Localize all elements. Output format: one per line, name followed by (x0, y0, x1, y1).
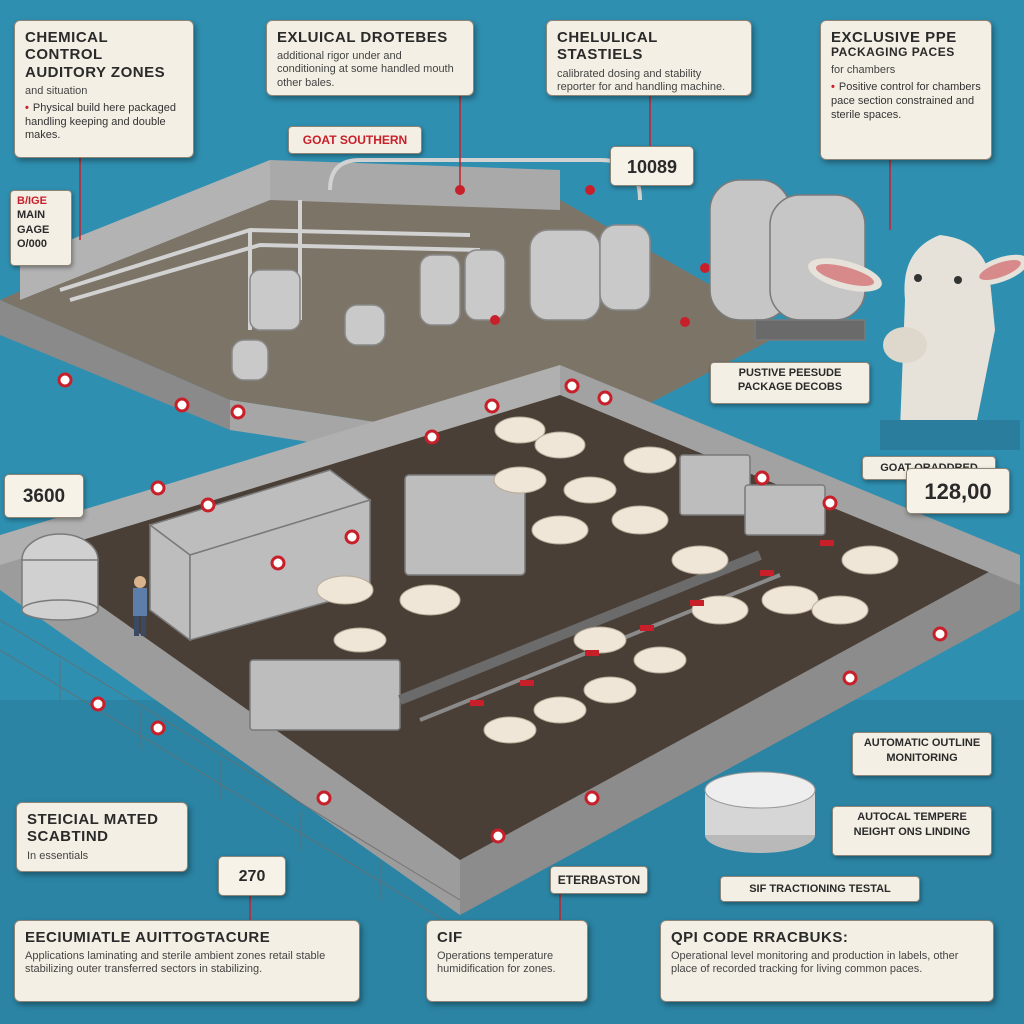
stat-bottom: 270 (218, 856, 286, 896)
card-subtitle: for chambers (831, 64, 896, 77)
sif-tracking-tag: SIF TRACTIONING TESTAL (720, 876, 920, 902)
chemical-control-card: CHEMICAL CONTROL AUDITORY ZONES and situ… (14, 20, 194, 158)
silo-illustration (21, 533, 99, 621)
side-gage-label: B/IGE MAIN GAGE O/000 (10, 190, 72, 266)
tag-line1: AUTOCAL TEMPERE (857, 811, 967, 823)
positive-pressure-tag: PUSTIVE PEESUDE PACKAGE DECOBS (710, 362, 870, 404)
cif-card: CIF Operations temperature humidificatio… (426, 920, 588, 1002)
side-label-line4: O/000 (17, 237, 47, 250)
card-subtitle: and situation (25, 84, 88, 97)
card-title-line2: AUDITORY ZONES (25, 63, 166, 81)
exclusive-ppe-card: EXCLUSIVE PPE PACKAGING PACES for chambe… (820, 20, 992, 160)
tag-line2: PACKAGE DECOBS (737, 381, 843, 394)
stat-top-center: 10089 (610, 146, 694, 186)
stat-right: 128,00 (906, 468, 1010, 514)
side-label-line2: MAIN (17, 209, 46, 222)
qpi-code-card: QPI CODE RRACBUKS: Operational level mon… (660, 920, 994, 1002)
tub-illustration (704, 771, 816, 853)
card-subtitle: Operations temperature humidification fo… (437, 950, 556, 976)
chelulical-card: CHELULICAL STASTIELS calibrated dosing a… (546, 20, 752, 96)
tag-line1: AUTOMATIC OUTLINE (863, 737, 981, 749)
goat-southern-tag: GOAT SOUTHERN (288, 126, 422, 154)
card-title: EXCLUSIVE PPE (831, 29, 957, 46)
card-title: QPI CODE RRACBUKS: (671, 929, 849, 946)
bullet-text: Positive control for chambers pace secti… (831, 81, 981, 121)
automatic-monitoring-tag: AUTOMATIC OUTLINE MONITORING (852, 732, 992, 776)
card-subtitle: additional rigor under and conditioning … (277, 50, 454, 89)
stat-left: 3600 (4, 474, 84, 518)
card-subtitle: calibrated dosing and stability reporter… (557, 67, 726, 93)
card-bullet: •Physical build here packaged handling k… (25, 102, 183, 143)
exlucical-card: EXLUICAL DROTEBES additional rigor under… (266, 20, 474, 96)
tag-line2: NEIGHT ONS LINDING (853, 826, 971, 839)
side-label-line3: GAGE (17, 223, 50, 236)
card-title: EECIUMIATLE AUITTOGTACURE (25, 929, 271, 946)
card-title: CIF (437, 929, 463, 946)
card-title: CHELULICAL STASTIELS (557, 29, 658, 64)
external-tanks (709, 179, 866, 341)
card-subtitle: Applications laminating and sterile ambi… (25, 950, 326, 976)
bullet-text: Physical build here packaged handling ke… (25, 101, 176, 142)
lower-facility (0, 365, 1020, 931)
card-subtitle: Operational level monitoring and product… (671, 950, 959, 976)
sterile-mated-card: STEICIAL MATED SCABTIND In essentials (16, 802, 188, 872)
worker-figure (133, 576, 147, 636)
autocal-tag: AUTOCAL TEMPERE NEIGHT ONS LINDING (832, 806, 992, 856)
goat-herd (316, 416, 899, 744)
card-title-line2: PACKAGING PACES (831, 45, 955, 60)
side-label-line1: B/IGE (17, 195, 47, 207)
equitable-card: EECIUMIATLE AUITTOGTACURE Applications l… (14, 920, 360, 1002)
bullet-icon: • (831, 81, 835, 94)
eterbaston-tag: ETERBASTON (550, 866, 648, 894)
card-title-line2: SCABTIND (27, 828, 109, 846)
upper-facility (0, 158, 790, 480)
goat-head-illustration (808, 235, 1024, 450)
tag-line2: MONITORING (886, 751, 958, 764)
bullet-icon: • (25, 101, 29, 114)
card-title: STEICIAL MATED (27, 811, 159, 828)
card-title: EXLUICAL DROTEBES (277, 29, 448, 46)
card-subtitle: In essentials (27, 849, 89, 862)
card-title: CHEMICAL CONTROL (25, 29, 108, 64)
tag-line1: PUSTIVE PEESUDE (738, 367, 842, 379)
card-bullet: •Positive control for chambers pace sect… (831, 81, 981, 122)
